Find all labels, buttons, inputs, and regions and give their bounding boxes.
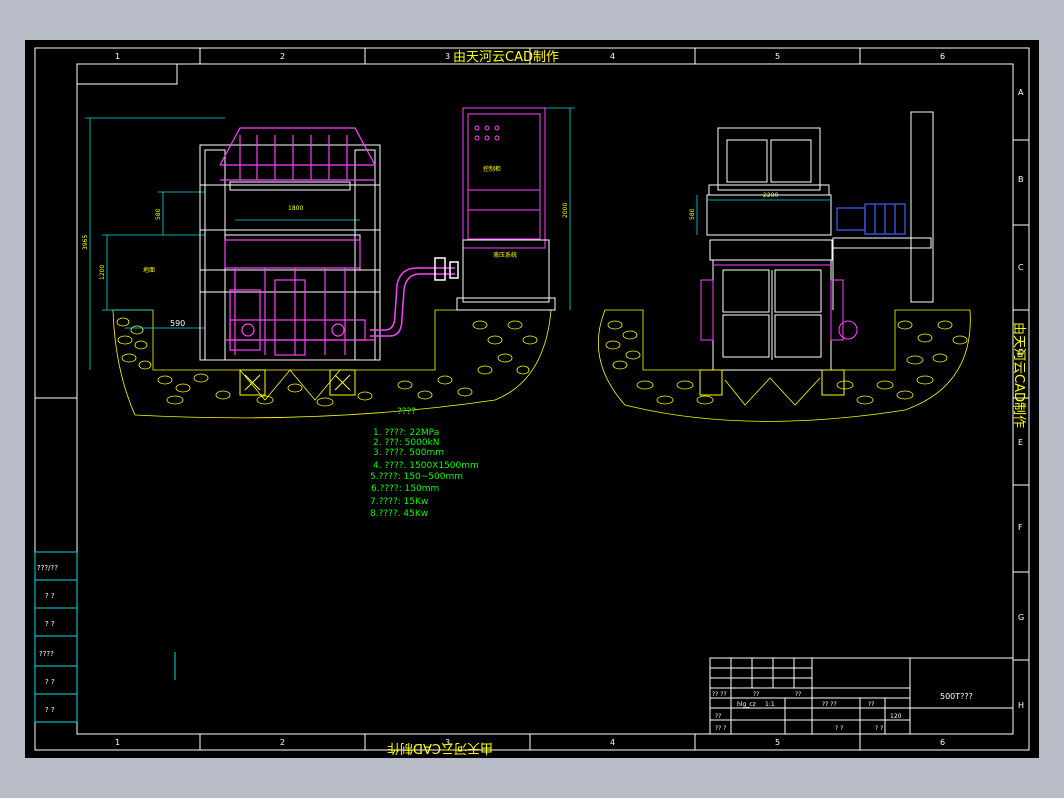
watermark-top: 由天河云CAD制作 [453, 50, 559, 65]
sheet-number: 120 [890, 713, 902, 720]
dim-width: 1800 [288, 205, 303, 212]
file-label: hlg_cz [737, 701, 756, 708]
tb-mark: ?? [868, 701, 874, 708]
hydraulic-unit [456, 239, 556, 311]
left-table-cell: ? ? [45, 592, 55, 600]
cabinet-label-control: 控制柜 [483, 165, 501, 173]
left-table-cell: ? ? [45, 706, 55, 714]
cad-drawing-sheet: 1 2 3 4 5 6 1 2 3 4 5 6 A B C D E F G H … [25, 40, 1039, 758]
zone-col-label: 1 [115, 738, 120, 747]
spec-line: 8.????. 45Kw [370, 509, 428, 519]
zone-row-label: G [1018, 613, 1024, 622]
tb-mark: ?? [795, 691, 801, 698]
spec-line: 3. ????. 500mm [373, 448, 444, 458]
front-dimension-lines [85, 107, 575, 370]
zone-col-label: 3 [445, 52, 450, 61]
left-table-texts: ???/?? ? ? ? ? ???? ? ? ? ? [37, 564, 58, 714]
inner-border [76, 63, 1014, 735]
side-dim-width: 2200 [763, 192, 778, 199]
zone-row-label: F [1018, 523, 1023, 532]
zone-col-label: 2 [280, 738, 285, 747]
left-revision-table [34, 551, 78, 723]
zone-col-label: 2 [280, 52, 285, 61]
top-left-tab [76, 63, 178, 85]
spec-line: 5.????: 150~500mm [370, 472, 463, 482]
front-dimension-texts: 3965 580 1200 1800 2000 地面 [82, 203, 569, 280]
tb-mark: ?? ?? [822, 701, 837, 708]
spec-line: 4. ????. 1500X1500mm [373, 461, 479, 471]
left-table-cell: ???? [39, 650, 54, 658]
title-block [709, 657, 1014, 735]
tb-mark: ? ? [835, 725, 843, 732]
zone-col-label: 3 [445, 738, 450, 747]
front-magenta-parts [219, 127, 376, 356]
dim-lower-height: 1200 [99, 265, 106, 280]
specs-title: ???? [397, 407, 416, 417]
zone-col-label: 6 [940, 52, 945, 61]
spec-line: 7.????: 15Kw [370, 497, 428, 507]
zone-col-label: 4 [610, 738, 615, 747]
dim-cabinet-height: 2000 [562, 203, 569, 218]
hydraulic-pipe [370, 257, 459, 337]
watermark-bottom: 由天河云CAD制作 [387, 740, 493, 755]
scale-label: 1:1 [765, 701, 775, 708]
spec-line: 1. ????: 22MPa [373, 428, 439, 438]
zone-row-label: A [1018, 88, 1024, 97]
watermark-side: 由天河云CAD制作 [1011, 322, 1026, 428]
ground-label: 地面 [143, 266, 155, 274]
ground-hatch-left [112, 309, 552, 419]
dim-depth: 590 [170, 319, 185, 328]
top-zone-ticks [35, 48, 1029, 750]
title-block-texts: 500T??? ?? ?? ?? ?? hlg_cz 1:1 ?? ?? ?? … [712, 691, 973, 732]
zone-row-label: B [1018, 175, 1024, 184]
zone-col-label: 5 [775, 738, 780, 747]
tb-mark: ?? [715, 713, 721, 720]
tb-mark: ?? ? [715, 725, 726, 732]
cabinet-label-hydraulic: 液压系统 [493, 251, 517, 259]
outer-border [34, 47, 1030, 751]
specs-block: ???? 1. ????: 22MPa 2. ???: 5000kN 3. ??… [370, 407, 479, 519]
zone-col-label: 1 [115, 52, 120, 61]
motor-assembly [836, 203, 906, 235]
zone-col-label: 4 [610, 52, 615, 61]
spec-line: 2. ???: 5000kN [373, 438, 440, 448]
zone-labels: 1 2 3 4 5 6 1 2 3 4 5 6 A B C D E F G H [115, 52, 1024, 747]
dim-overall-height: 3965 [82, 235, 89, 250]
front-frame [199, 144, 381, 361]
ground-hatch-right [597, 309, 971, 422]
zone-col-label: 6 [940, 738, 945, 747]
zone-row-label: D [1018, 348, 1024, 357]
zone-row-label: E [1018, 438, 1023, 447]
left-table-cell: ? ? [45, 678, 55, 686]
dim-upper-height: 580 [155, 208, 162, 220]
side-magenta-parts [700, 264, 858, 341]
control-cabinet [462, 107, 546, 249]
zone-row-label: H [1018, 701, 1024, 710]
side-frame [706, 111, 934, 371]
drawing-name: 500T??? [940, 692, 973, 701]
left-table-cell: ? ? [45, 620, 55, 628]
left-table-cell: ???/?? [37, 564, 58, 572]
cad-drawing-canvas: 1 2 3 4 5 6 1 2 3 4 5 6 A B C D E F G H … [34, 47, 1030, 755]
front-footings [239, 369, 356, 396]
tb-mark: ?? [753, 691, 759, 698]
tb-mark: ? ? [875, 725, 883, 732]
tb-mark: ?? ?? [712, 691, 727, 698]
zone-row-label: C [1018, 263, 1024, 272]
side-dim-height: 580 [689, 208, 696, 220]
side-dimension-lines [696, 195, 831, 235]
side-footings [699, 369, 845, 396]
zone-col-label: 5 [775, 52, 780, 61]
side-view: 2200 580 [597, 111, 971, 422]
front-view: 3965 580 1200 1800 2000 地面 590 [82, 107, 575, 419]
spec-line: 6.????: 150mm [371, 484, 439, 494]
